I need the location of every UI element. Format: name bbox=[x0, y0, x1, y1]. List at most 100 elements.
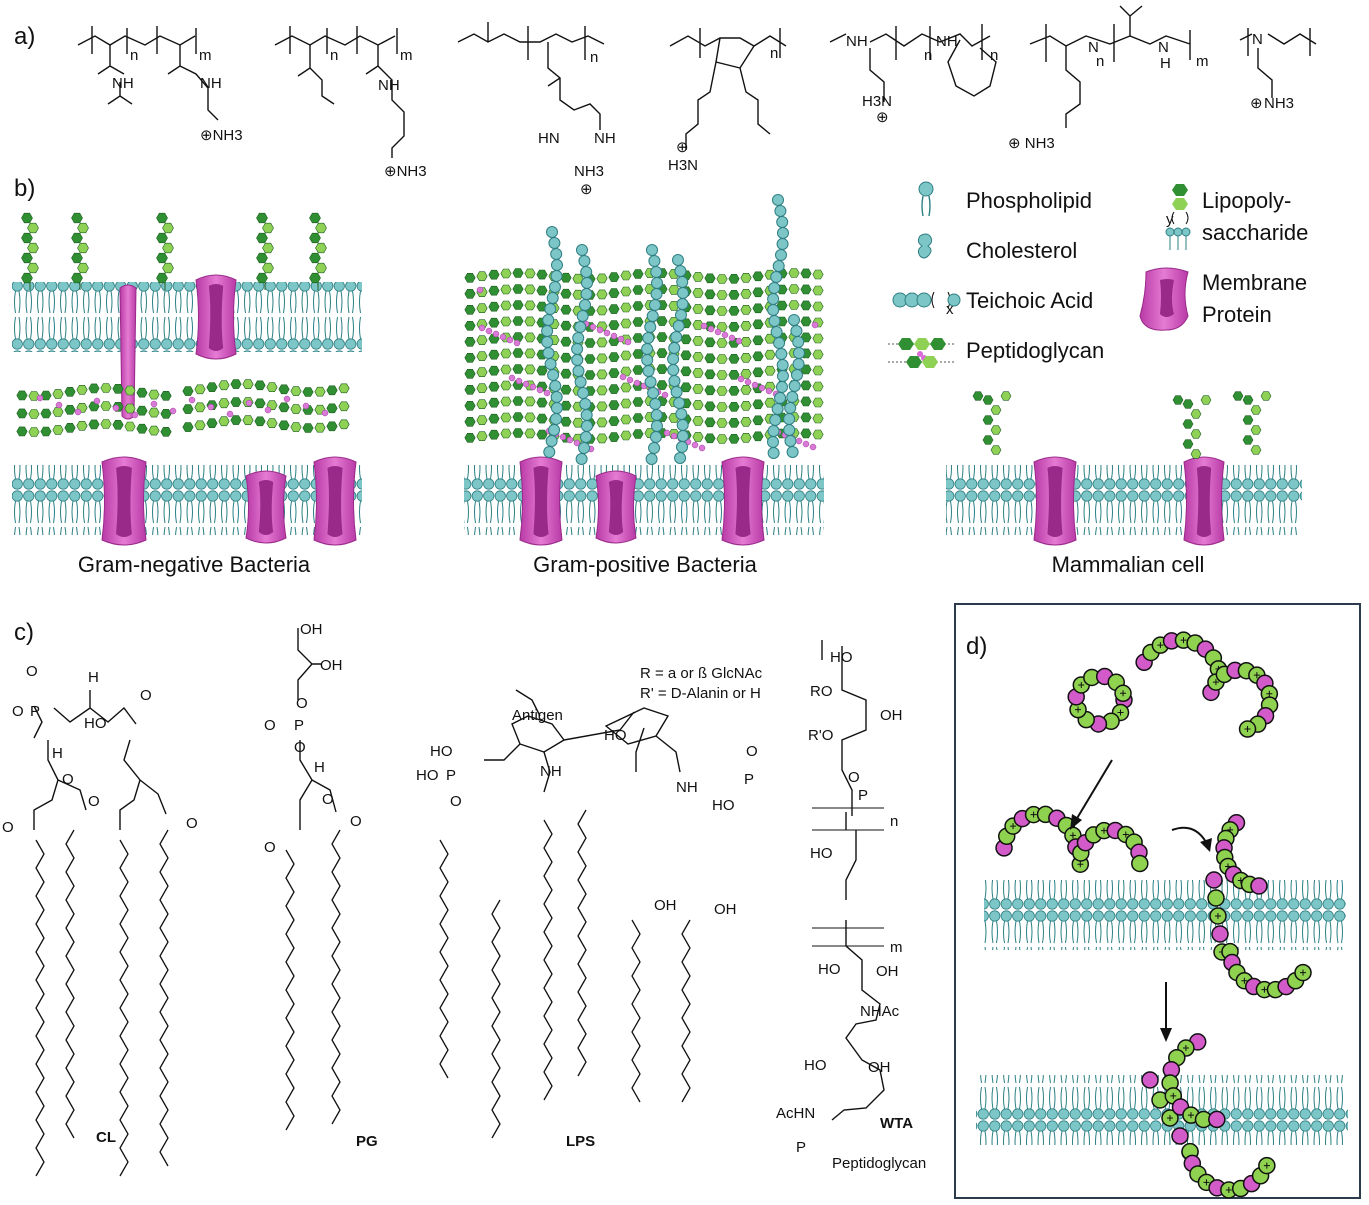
sugar-unit bbox=[982, 435, 994, 445]
sugar-unit bbox=[476, 351, 488, 362]
fatty-acid-chain bbox=[543, 819, 553, 1101]
sugar-unit bbox=[728, 353, 740, 364]
sugar-unit bbox=[596, 385, 608, 396]
peptide-bead bbox=[559, 433, 567, 441]
sugar-unit bbox=[512, 300, 524, 310]
teichoic-bead bbox=[667, 353, 680, 365]
teichoic-bead bbox=[790, 369, 803, 381]
teichoic-bead bbox=[577, 387, 590, 399]
chem-label: OH bbox=[320, 657, 343, 674]
membrane-protein-core bbox=[327, 466, 343, 537]
sugar-unit bbox=[488, 269, 500, 280]
sugar-unit bbox=[692, 400, 704, 410]
sugar-unit bbox=[620, 366, 632, 377]
chem-label: ⊕ bbox=[876, 109, 889, 126]
chem-label: NH bbox=[846, 33, 868, 50]
sugar-unit bbox=[536, 285, 548, 296]
plus-charge bbox=[1261, 986, 1268, 993]
fatty-acid-chain bbox=[285, 849, 295, 1131]
sugar-unit bbox=[338, 383, 350, 394]
sugar-unit bbox=[608, 432, 620, 442]
subscript: y bbox=[1166, 211, 1174, 228]
peptide-bead bbox=[700, 322, 708, 330]
sugar-unit bbox=[608, 368, 620, 378]
sugar-unit bbox=[560, 288, 572, 299]
sugar-unit bbox=[692, 320, 704, 330]
sugar-unit bbox=[728, 321, 740, 332]
sugar-unit bbox=[632, 397, 644, 407]
fatty-acid-chain bbox=[331, 829, 341, 1125]
panel-a-polymers: NH NH ⊕NH3 n m NH ⊕NH3 n m HN NH NH3 ⊕ n bbox=[77, 5, 1317, 198]
sugar-unit bbox=[990, 405, 1002, 415]
sugar-unit bbox=[620, 302, 632, 313]
plus-charge bbox=[1253, 672, 1260, 679]
sugar-unit bbox=[704, 369, 716, 380]
sugar-unit bbox=[620, 414, 632, 425]
sugar-unit bbox=[488, 349, 500, 360]
chem-label: O bbox=[848, 769, 860, 786]
peptide-bead bbox=[150, 400, 158, 408]
sugar-unit bbox=[740, 320, 752, 331]
gram-negative-outer-membrane bbox=[12, 282, 362, 352]
sugar-unit bbox=[77, 262, 89, 274]
chem-label: AcHN bbox=[776, 1105, 815, 1122]
chem-label: HO bbox=[416, 767, 439, 784]
sugar-unit bbox=[704, 337, 716, 348]
sugar-unit bbox=[476, 335, 488, 346]
sugar-unit bbox=[608, 416, 620, 426]
polymer-bead bbox=[1205, 871, 1223, 889]
sugar-unit bbox=[1190, 429, 1202, 439]
teichoic-bead bbox=[579, 431, 592, 443]
teichoic-bead bbox=[783, 413, 796, 425]
sugar-unit bbox=[728, 289, 740, 300]
teichoic-bead bbox=[784, 435, 797, 447]
peptide-bead bbox=[795, 437, 803, 445]
sugar-unit bbox=[812, 397, 824, 408]
sugar-unit bbox=[752, 287, 764, 298]
subscript: m bbox=[890, 939, 903, 956]
subscript: n bbox=[130, 47, 138, 64]
fatty-acid-chain bbox=[631, 919, 641, 1103]
teichoic-bead bbox=[648, 299, 661, 311]
sugar-unit bbox=[620, 318, 632, 329]
sugar-unit bbox=[476, 303, 488, 314]
sugar-unit bbox=[740, 400, 752, 411]
teichoic-bead bbox=[548, 424, 561, 436]
teichoic-bead bbox=[767, 304, 780, 316]
chem-label: Antigen bbox=[512, 707, 563, 724]
sugar-unit bbox=[512, 332, 524, 342]
gram-positive-membrane bbox=[464, 465, 824, 535]
sugar-unit bbox=[752, 367, 764, 378]
sugar-unit bbox=[716, 338, 728, 348]
chem-label: ⊕ bbox=[676, 139, 689, 156]
sugar-unit bbox=[704, 401, 716, 412]
plus-charge bbox=[1266, 690, 1273, 697]
peptide-bead bbox=[506, 336, 514, 344]
sugar-unit bbox=[524, 300, 536, 311]
polymer-bead bbox=[1250, 877, 1268, 895]
membrane-protein-core bbox=[735, 466, 751, 537]
sugar-unit bbox=[728, 433, 740, 444]
teichoic-bead bbox=[776, 370, 789, 382]
molecule-name-pg: PG bbox=[356, 1133, 378, 1150]
sugar-unit bbox=[972, 391, 984, 401]
teichoic-bead bbox=[668, 375, 681, 387]
teichoic-bead bbox=[576, 310, 589, 322]
teichoic-bead bbox=[574, 376, 587, 388]
sugar-unit bbox=[524, 412, 536, 423]
sugar-unit bbox=[788, 268, 800, 278]
teichoic-bead bbox=[572, 332, 585, 344]
sugar-unit bbox=[620, 350, 632, 361]
peptide-bead bbox=[758, 384, 766, 392]
chem-label: P bbox=[858, 787, 868, 804]
sugar-unit bbox=[21, 232, 33, 244]
sugar-unit bbox=[1250, 405, 1262, 415]
teichoic-acid-icon: x bbox=[892, 291, 961, 318]
chem-label: HO bbox=[712, 797, 735, 814]
sugar-unit bbox=[1200, 395, 1212, 405]
sugar-unit bbox=[136, 423, 148, 434]
sugar-unit bbox=[290, 404, 302, 414]
sugar-unit bbox=[290, 422, 302, 432]
sugar-unit bbox=[800, 380, 812, 391]
plus-charge bbox=[1203, 1179, 1210, 1186]
